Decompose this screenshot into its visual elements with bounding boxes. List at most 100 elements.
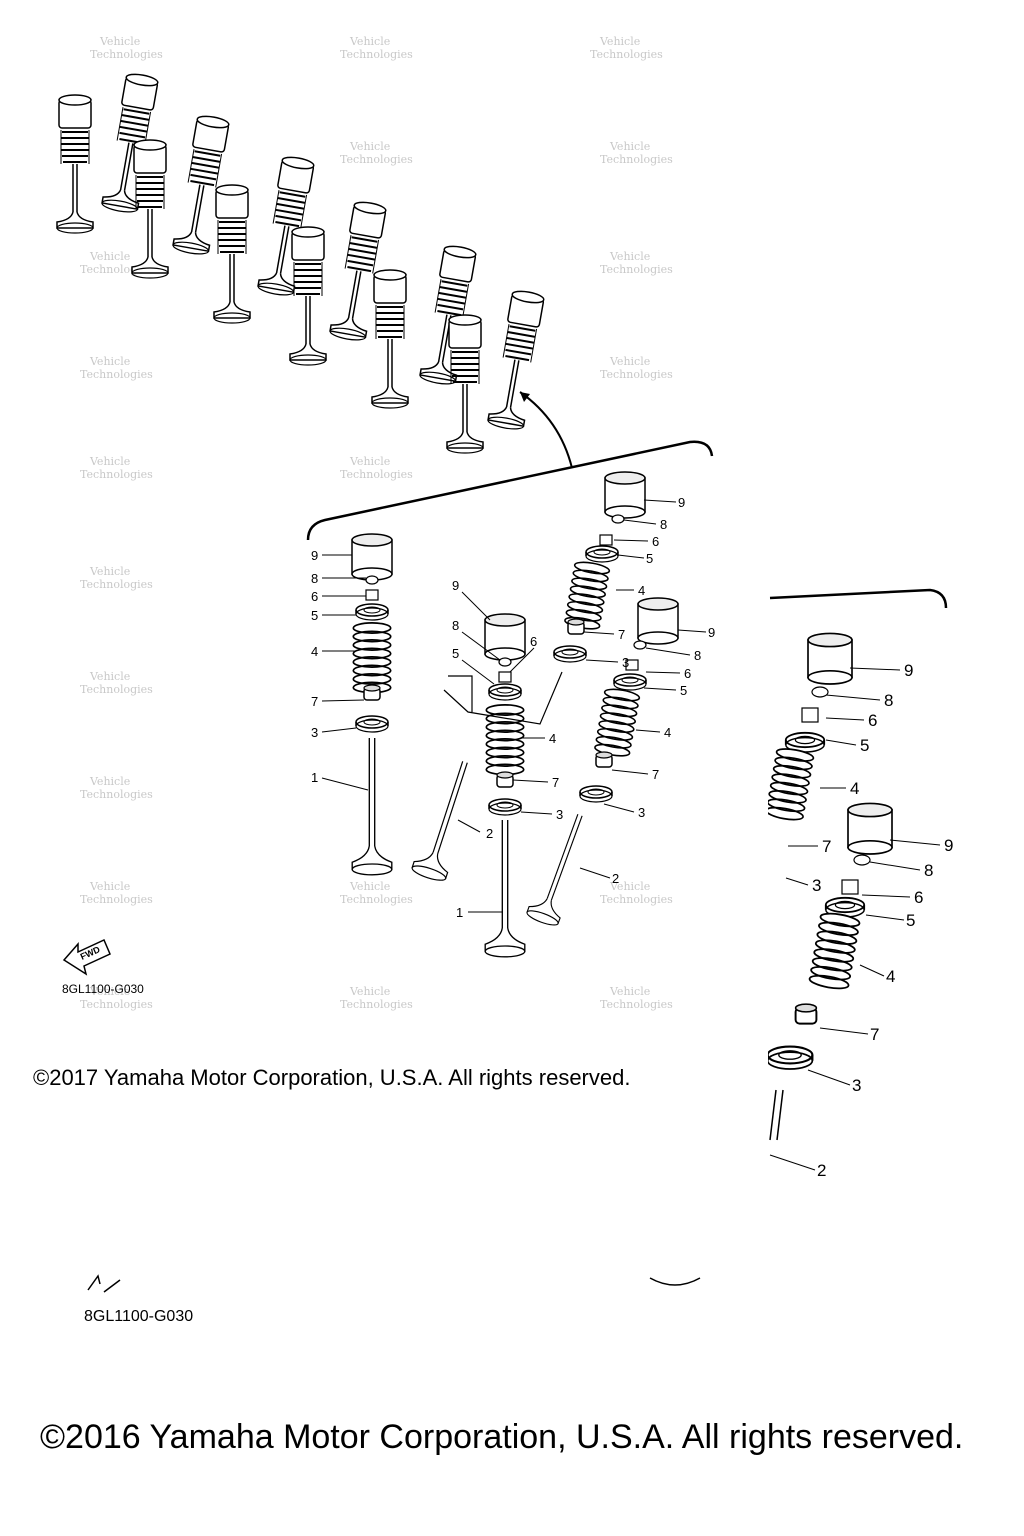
svg-text:Technologies: Technologies [600,893,673,906]
svg-text:Technologies: Technologies [340,998,413,1011]
callout-5: 5 [452,646,459,661]
callout-3: 3 [812,876,821,895]
copyright-2016: ©2016 Yamaha Motor Corporation, U.S.A. A… [40,1418,964,1456]
callout-7: 7 [618,627,625,642]
callout-8: 8 [884,691,893,710]
svg-text:Vehicle: Vehicle [89,565,130,578]
callout-9: 9 [452,578,459,593]
svg-text:Vehicle: Vehicle [349,880,390,893]
valve-group-d [649,600,893,1286]
callout-leaders [321,499,941,1171]
callout-6: 6 [311,589,318,604]
callout-6: 6 [868,711,877,730]
valve-group-a [351,533,393,876]
svg-text:Technologies: Technologies [90,48,163,61]
svg-text:Technologies: Technologies [80,998,153,1011]
svg-text:Vehicle: Vehicle [89,250,130,263]
svg-text:Vehicle: Vehicle [89,670,130,683]
svg-text:Technologies: Technologies [80,893,153,906]
svg-text:Vehicle: Vehicle [89,355,130,368]
callout-4: 4 [638,583,645,598]
callout-1: 1 [311,770,318,785]
svg-text:Technologies: Technologies [600,263,673,276]
svg-text:Technologies: Technologies [80,368,153,381]
callout-3: 3 [852,1076,861,1095]
callout-8: 8 [694,648,701,663]
callout-8: 8 [311,571,318,586]
pointer-arrow [519,391,573,469]
callout-4: 4 [886,967,895,986]
callout-7: 7 [311,694,318,709]
callout-4: 4 [664,725,671,740]
callout-2: 2 [486,826,493,841]
svg-text:Vehicle: Vehicle [609,250,650,263]
svg-text:Technologies: Technologies [340,48,413,61]
svg-text:Vehicle: Vehicle [349,985,390,998]
svg-text:Vehicle: Vehicle [89,880,130,893]
svg-text:Vehicle: Vehicle [349,140,390,153]
callout-7: 7 [552,775,559,790]
svg-text:Vehicle: Vehicle [349,455,390,468]
callout-8: 8 [452,618,459,633]
callout-4: 4 [549,731,556,746]
svg-text:Technologies: Technologies [80,788,153,801]
svg-text:Technologies: Technologies [80,468,153,481]
svg-text:Vehicle: Vehicle [89,455,130,468]
svg-text:Vehicle: Vehicle [599,35,640,48]
fwd-arrow-large-icon [87,1274,121,1293]
callout-6: 6 [684,666,691,681]
svg-text:Technologies: Technologies [600,368,673,381]
callout-8: 8 [924,861,933,880]
svg-text:Technologies: Technologies [340,893,413,906]
svg-text:Technologies: Technologies [590,48,663,61]
svg-text:Vehicle: Vehicle [99,35,140,48]
callout-9: 9 [311,548,318,563]
callout-numbers: 9 8 6 5 4 7 3 1 9 8 6 5 4 7 3 2 1 9 8 6 … [311,495,953,1180]
group-bracket-rear [769,588,948,609]
copyright-2017: ©2017 Yamaha Motor Corporation, U.S.A. A… [33,1065,631,1090]
diagram-code-small: 8GL1100-G030 [62,982,144,996]
svg-text:Technologies: Technologies [600,998,673,1011]
callout-5: 5 [680,683,687,698]
svg-text:Vehicle: Vehicle [609,355,650,368]
callout-9: 9 [678,495,685,510]
valve-group-c [524,471,679,929]
callout-3: 3 [311,725,318,740]
svg-text:Vehicle: Vehicle [89,775,130,788]
callout-6: 6 [530,634,537,649]
callout-9: 9 [944,836,953,855]
svg-text:Technologies: Technologies [340,468,413,481]
callout-6: 6 [914,888,923,907]
callout-5: 5 [906,911,915,930]
callout-7: 7 [870,1025,879,1044]
svg-text:Vehicle: Vehicle [349,35,390,48]
fwd-arrow-icon: FWD [62,938,111,976]
callout-2: 2 [817,1161,826,1180]
group-bracket-front [306,440,714,541]
svg-text:Technologies: Technologies [340,153,413,166]
valve-group-b [410,613,563,958]
callout-7: 7 [652,767,659,782]
svg-text:Technologies: Technologies [80,578,153,591]
callout-1: 1 [456,905,463,920]
svg-text:Vehicle: Vehicle [609,140,650,153]
callout-7: 7 [822,837,831,856]
callout-5: 5 [311,608,318,623]
svg-text:Vehicle: Vehicle [609,985,650,998]
svg-text:Vehicle: Vehicle [89,985,130,998]
diagram-code-large: 8GL1100-G030 [84,1308,194,1325]
callout-4: 4 [850,779,859,798]
callout-6: 6 [652,534,659,549]
callout-8: 8 [660,517,667,532]
callout-5: 5 [860,736,869,755]
callout-9: 9 [708,625,715,640]
svg-text:Technologies: Technologies [600,153,673,166]
callout-3: 3 [556,807,563,822]
svg-text:Technologies: Technologies [80,683,153,696]
callout-9: 9 [904,661,913,680]
callout-2: 2 [612,871,619,886]
callout-5: 5 [646,551,653,566]
callout-4: 4 [311,644,318,659]
